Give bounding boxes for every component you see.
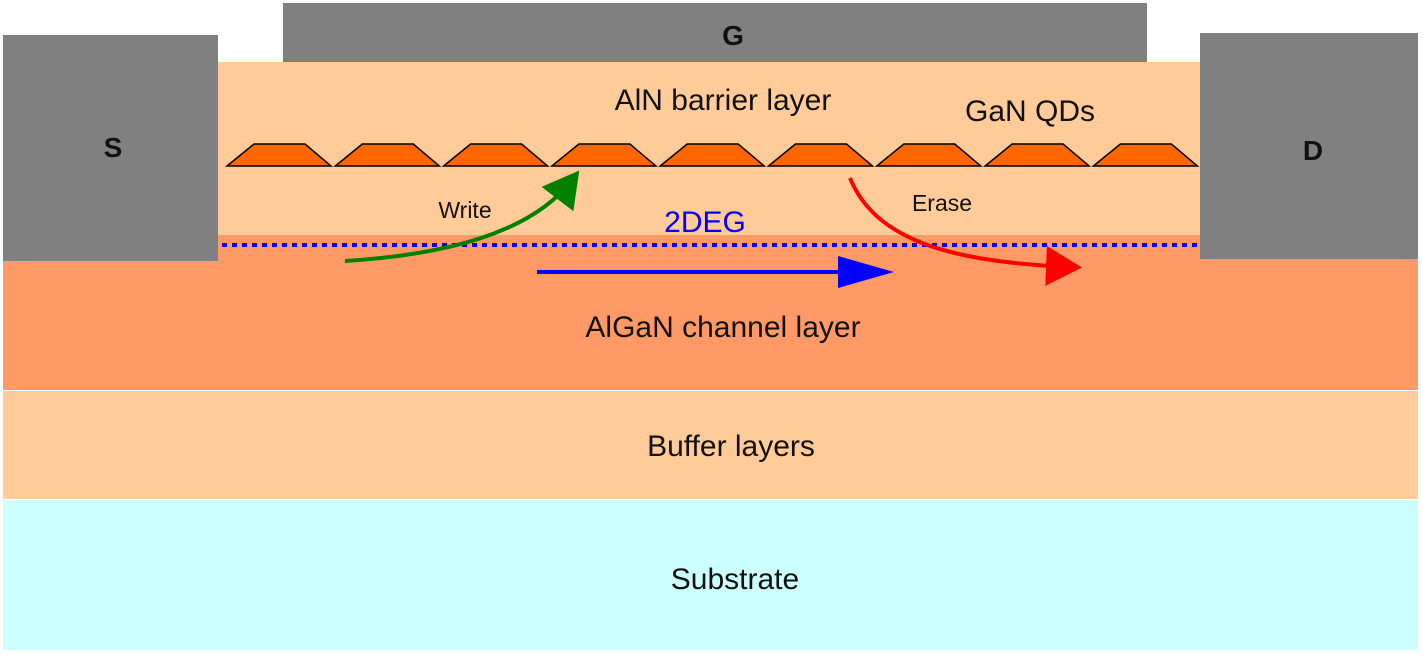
quantum-dot <box>874 143 983 167</box>
write-label: Write <box>438 197 491 223</box>
gate-label: G <box>722 20 744 51</box>
quantum-dot <box>333 143 442 167</box>
quantum-dot <box>441 143 550 167</box>
quantum-dot <box>1091 143 1200 167</box>
buffer-label: Buffer layers <box>647 430 815 463</box>
drain-label: D <box>1303 135 1323 166</box>
quantum-dots <box>224 143 1200 167</box>
drain-contact <box>1200 33 1418 259</box>
quantum-dot <box>982 143 1092 167</box>
quantum-dot <box>224 143 334 167</box>
two-deg-label: 2DEG <box>664 206 746 239</box>
gate-contact <box>283 3 1147 62</box>
channel-layer <box>3 235 1418 390</box>
write-arrow <box>344 170 580 263</box>
quantum-dot <box>658 143 767 167</box>
channel-label: AlGaN channel layer <box>585 311 860 344</box>
quantum-dot <box>549 143 658 167</box>
quantum-dot <box>766 143 875 167</box>
erase-label: Erase <box>912 190 972 216</box>
substrate-label: Substrate <box>671 563 799 596</box>
barrier-label: AlN barrier layer <box>615 84 832 117</box>
source-label: S <box>104 132 123 163</box>
source-contact <box>3 35 218 261</box>
qd-label: GaN QDs <box>965 95 1095 128</box>
substrate-layer <box>3 500 1418 650</box>
erase-arrow <box>848 177 1082 286</box>
buffer-layer <box>3 391 1418 499</box>
